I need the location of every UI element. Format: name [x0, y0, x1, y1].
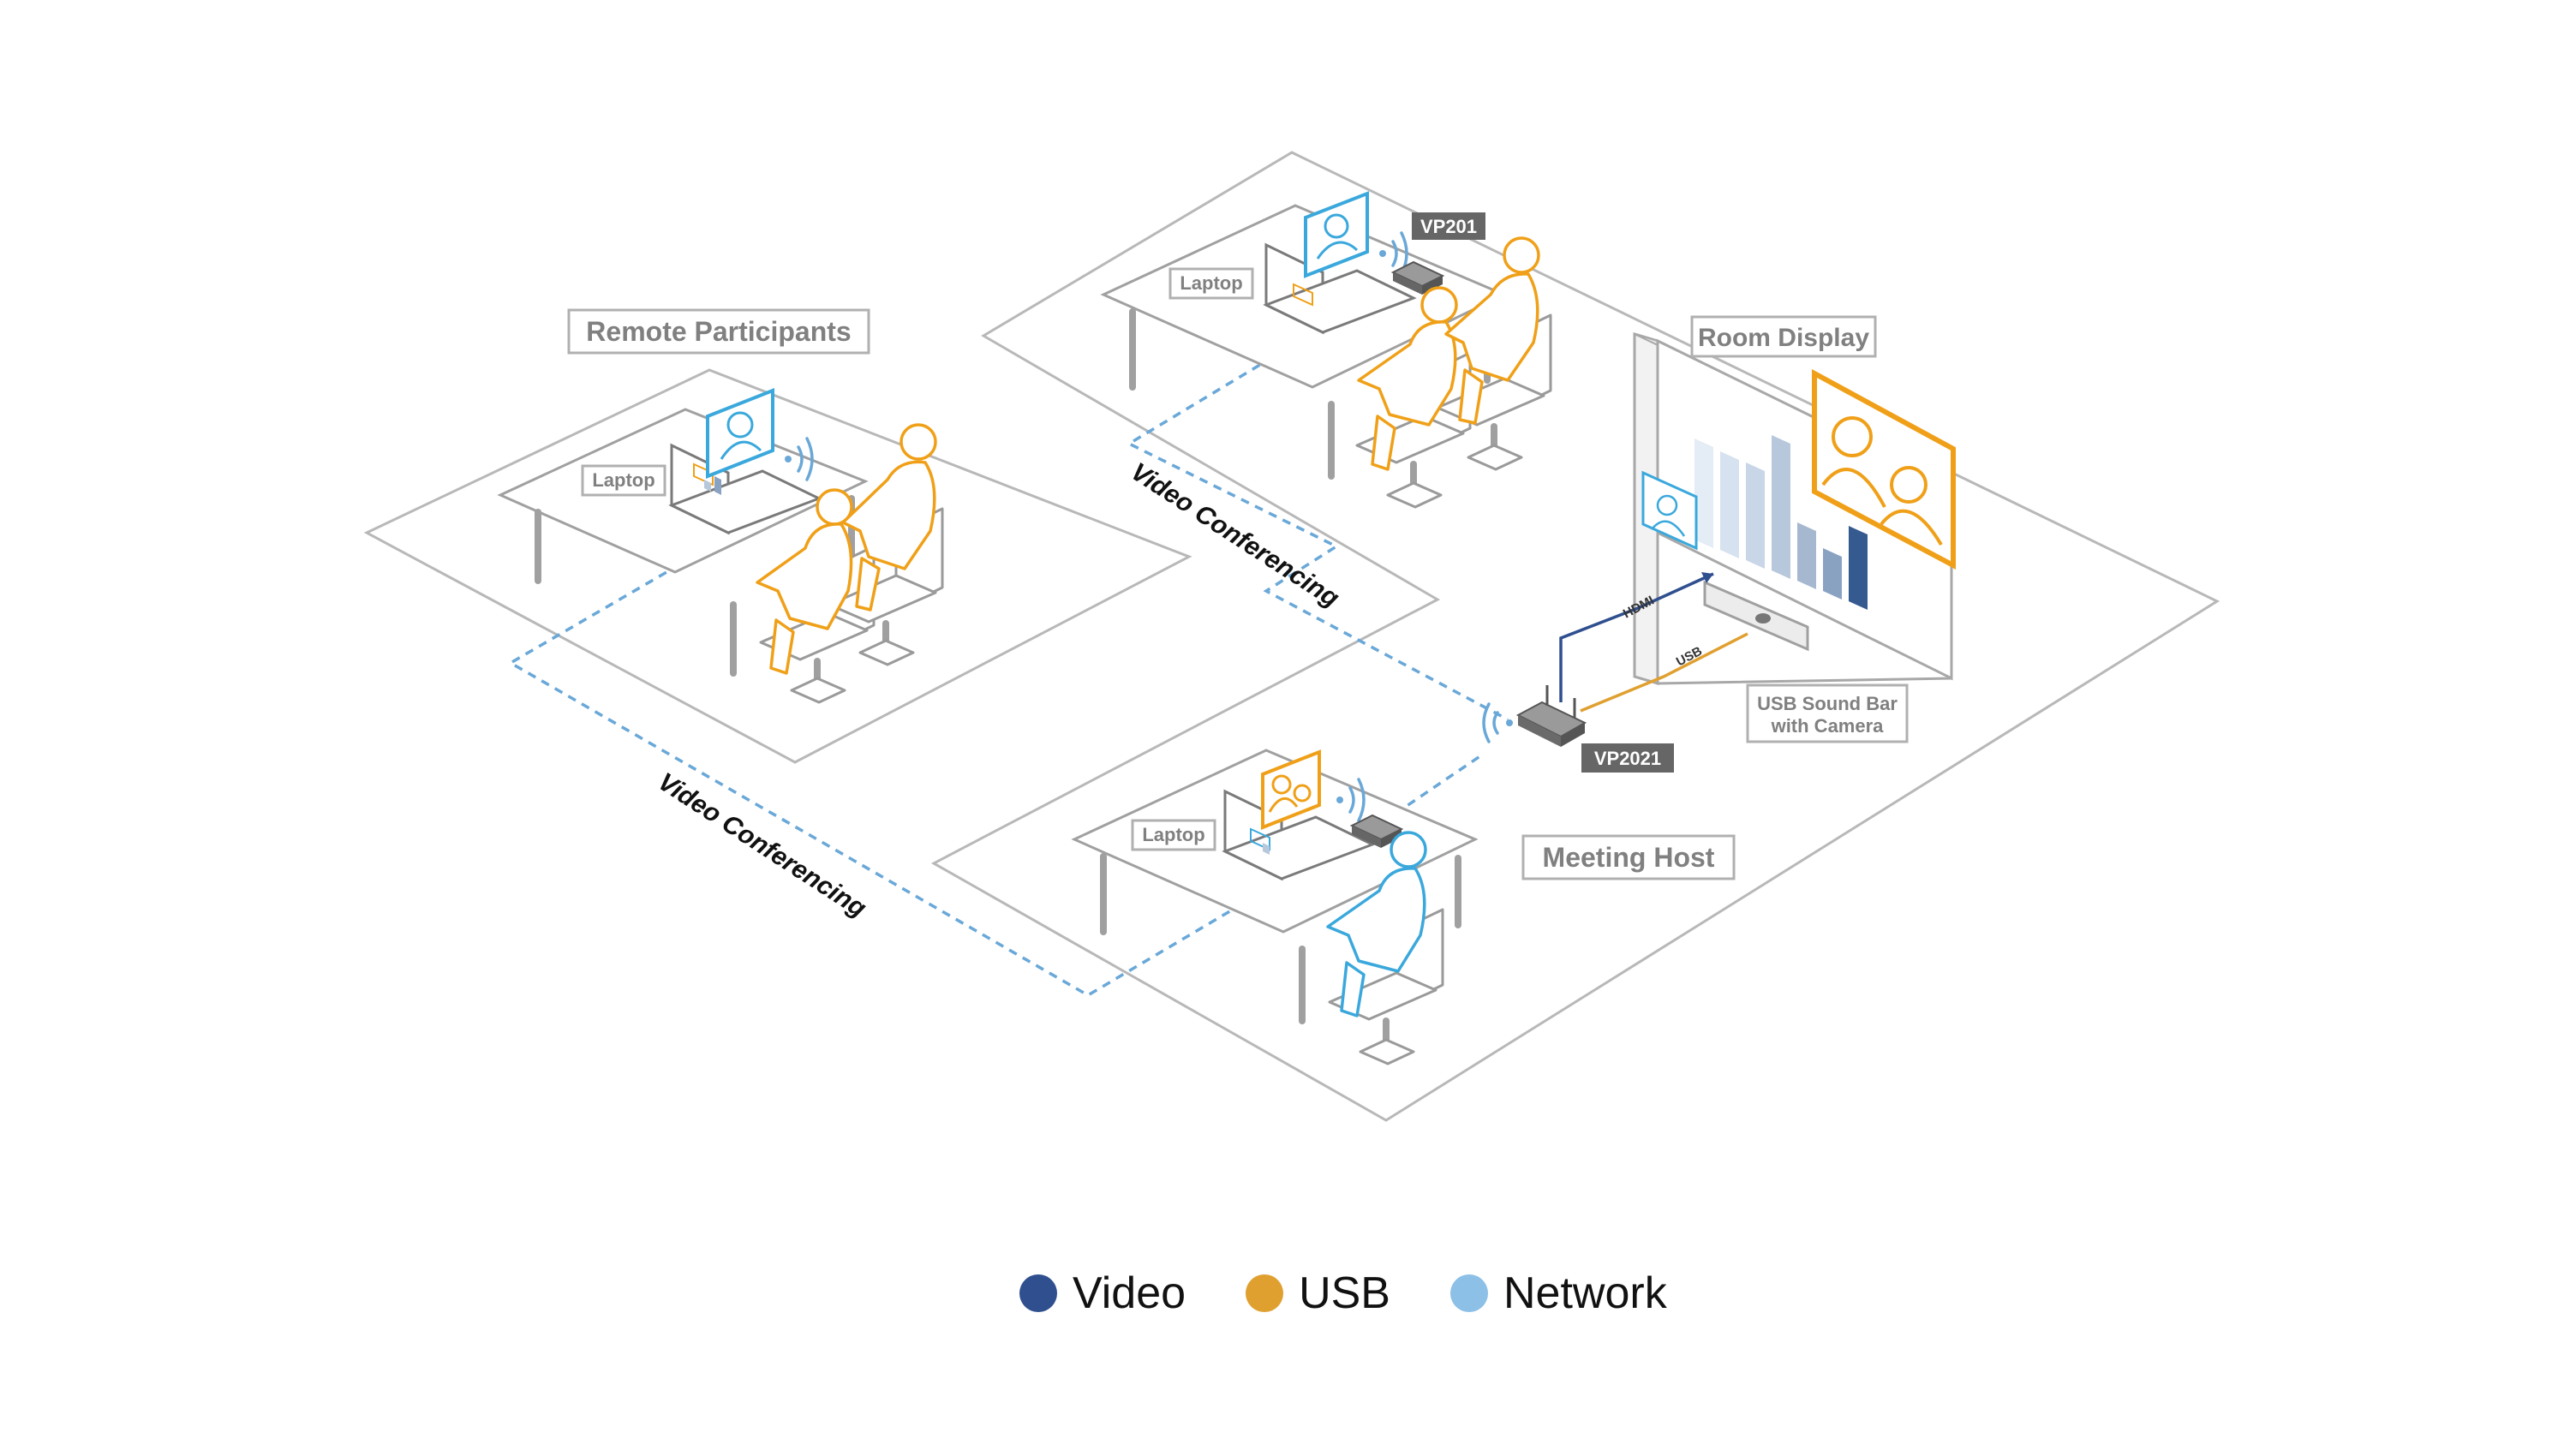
legend-swatch [1449, 1274, 1488, 1312]
legend-swatch [1019, 1274, 1057, 1312]
laptop-tag-remote: Laptop [581, 464, 666, 497]
remote-person-1 [756, 488, 853, 675]
legend-label: Network [1503, 1268, 1667, 1318]
legend-item-video: Video [1019, 1268, 1186, 1319]
remote-video-popup [706, 388, 774, 479]
laptop-tag-host: Laptop [1131, 819, 1216, 851]
display-remote-video-window [1641, 470, 1698, 551]
hdmi-cable [1559, 572, 1714, 702]
laptop-label: Laptop [592, 469, 654, 491]
remote-participants-tag: Remote Participants [567, 308, 870, 355]
room-person-2 [1444, 236, 1540, 425]
network-line-vp201-to-vp2021 [1126, 276, 1509, 721]
laptop-tag-room: Laptop [1168, 267, 1254, 300]
host-video-popup [1261, 749, 1321, 830]
remote-scene [497, 388, 944, 704]
legend-label: USB [1299, 1268, 1390, 1318]
legend-item-network: Network [1449, 1268, 1667, 1319]
host-scene [1071, 749, 1479, 1065]
network-line-remote-to-host [507, 540, 1303, 998]
vp2021-label: VP2021 [1594, 748, 1661, 769]
legend-item-usb: USB [1246, 1268, 1390, 1319]
display-bar-chart [1694, 435, 1868, 610]
remote-chair-2 [828, 507, 944, 666]
meeting-host-label: Meeting Host [1543, 842, 1715, 873]
remote-person-2 [841, 423, 937, 612]
legend-swatch [1246, 1274, 1284, 1312]
room-scene [1100, 191, 1552, 509]
room-display-tag: Room Display [1690, 315, 1877, 358]
room-display [1633, 331, 1956, 686]
wifi-icon [785, 437, 814, 481]
laptop-label: Laptop [1142, 824, 1204, 845]
hdmi-arrow [1701, 572, 1713, 583]
room-person-1 [1357, 286, 1458, 471]
remote-participants-label: Remote Participants [586, 316, 851, 347]
host-person [1326, 831, 1427, 1017]
soundbar-label-line2: with Camera [1771, 715, 1885, 737]
soundbar-label-line1: USB Sound Bar [1757, 693, 1898, 714]
host-vp201-device [1349, 814, 1404, 848]
legend: Video USB Network [1019, 1259, 1727, 1328]
room-video-popup [1304, 191, 1369, 278]
vp201-label: VP201 [1420, 216, 1477, 237]
meeting-host-tag: Meeting Host [1521, 834, 1736, 880]
display-host-video-window [1812, 368, 1956, 570]
vp2021-device [1515, 685, 1587, 747]
soundbar-tag: USB Sound Bar with Camera [1746, 683, 1909, 743]
video-conferencing-label-2: Video Conferencing [653, 767, 871, 922]
vp201-tag: VP201 [1412, 212, 1485, 240]
laptop-label: Laptop [1180, 272, 1242, 294]
legend-label: Video [1073, 1268, 1186, 1318]
wifi-icon [1336, 778, 1366, 822]
usb-sound-bar [1703, 580, 1809, 652]
room-display-label: Room Display [1698, 324, 1869, 352]
vp2021-tag: VP2021 [1581, 743, 1674, 773]
usb-cable [1580, 632, 1748, 713]
vp201-device [1390, 260, 1445, 295]
